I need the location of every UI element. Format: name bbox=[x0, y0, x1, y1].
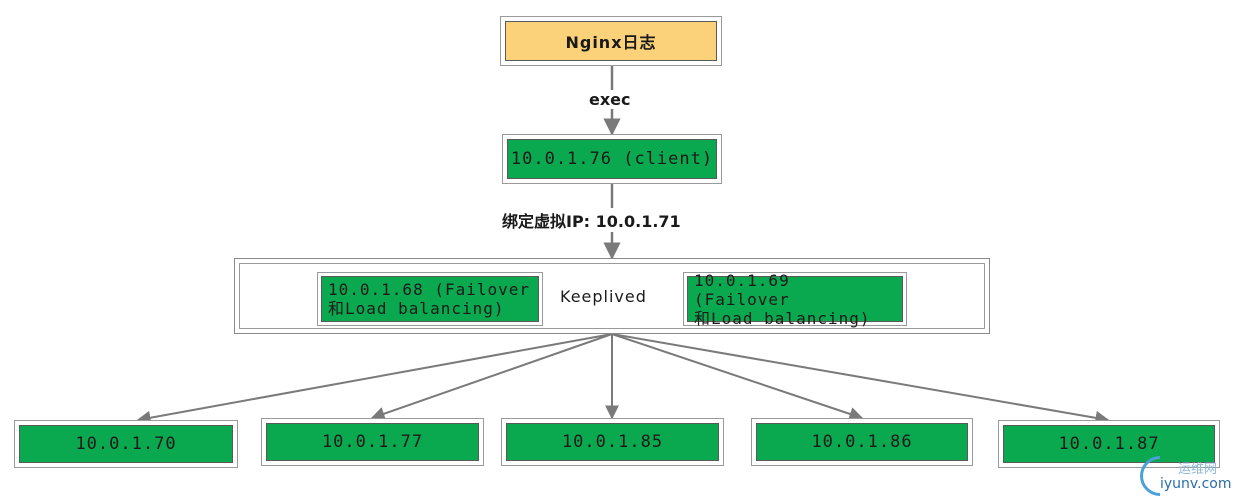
nginx-log-label: Nginx日志 bbox=[505, 21, 717, 61]
exec-edge-label: exec bbox=[587, 90, 633, 109]
watermark-url: iyunv.com bbox=[1160, 476, 1232, 492]
client-node: 10.0.1.76 (client) bbox=[502, 134, 722, 184]
backend-label-3: 10.0.1.85 bbox=[506, 423, 719, 461]
edge-to-backend-5 bbox=[611, 333, 1110, 425]
edge-to-backend-4 bbox=[611, 333, 864, 421]
lb1-label-line2: 和Load balancing) bbox=[328, 299, 505, 318]
client-label: 10.0.1.76 (client) bbox=[507, 139, 717, 179]
lb1-label-line1: 10.0.1.68 (Failover bbox=[328, 280, 531, 299]
backend-label-4: 10.0.1.86 bbox=[756, 423, 968, 461]
edge-to-backend-1 bbox=[136, 333, 613, 425]
lb2-label-line2: 和Load balancing) bbox=[694, 308, 871, 328]
backend-node-1: 10.0.1.70 bbox=[14, 420, 238, 468]
vip-edge-label: 绑定虚拟IP: 10.0.1.71 bbox=[500, 208, 683, 232]
backend-label-2: 10.0.1.77 bbox=[266, 423, 479, 461]
backend-label-1: 10.0.1.70 bbox=[19, 425, 233, 463]
lb2-node: 10.0.1.69 (Failover 和Load balancing) bbox=[683, 270, 907, 328]
backend-node-4: 10.0.1.86 bbox=[751, 418, 973, 466]
lb1-node: 10.0.1.68 (Failover 和Load balancing) bbox=[317, 272, 543, 326]
backend-node-5: 10.0.1.87 bbox=[998, 420, 1220, 468]
backend-label-5: 10.0.1.87 bbox=[1003, 425, 1215, 463]
edge-to-backend-2 bbox=[370, 333, 613, 421]
keepalived-label: Keeplived bbox=[560, 287, 647, 306]
backend-node-2: 10.0.1.77 bbox=[261, 418, 484, 466]
backend-node-3: 10.0.1.85 bbox=[501, 418, 724, 466]
watermark-cn: 运维网 bbox=[1178, 462, 1218, 477]
lb2-label-line1: 10.0.1.69 (Failover bbox=[694, 270, 790, 309]
nginx-log-node: Nginx日志 bbox=[500, 16, 722, 66]
watermark: 运维网 iyunv.com bbox=[1131, 447, 1238, 504]
